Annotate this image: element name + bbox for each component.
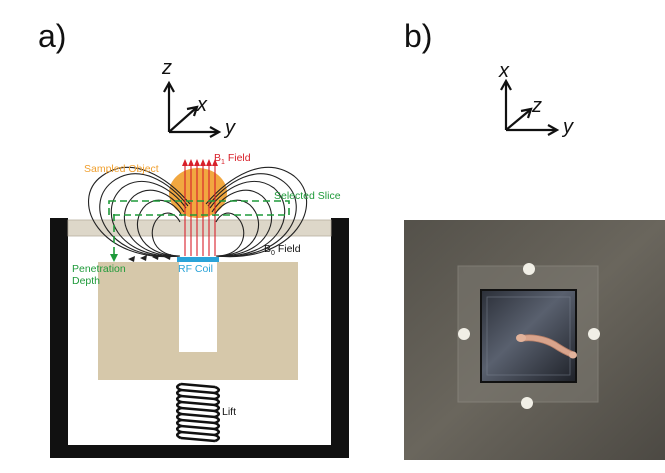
penetration-depth-line2: Depth [72,275,101,287]
bone-specimen [516,334,577,359]
lift-label: Lift [222,406,237,418]
b1-field-label-tail: Field [224,152,251,164]
b1-field-label-main: B [214,152,222,164]
marker-left [458,328,470,340]
marker-right [588,328,600,340]
axis-a-z-label: z [162,57,172,79]
axis-a-y-label: y [225,117,235,139]
selected-slice-label: Selected Slice [274,190,341,202]
panel-b-label: b) [404,18,433,54]
axes-a [163,80,222,138]
penetration-depth-label: Penetration Depth [72,263,126,287]
magnet-block [98,262,298,380]
b0-field-lines [88,166,308,258]
penetration-depth-line1: Penetration [72,263,126,275]
b1-field-label-sub: 1 [221,159,225,167]
axis-b-z-label: z [532,95,542,117]
b0-field-label: B0 Field [264,243,301,257]
b0-field-label-tail: Field [274,243,301,255]
marker-bottom [521,397,533,409]
platform [67,219,332,237]
b1-field-arrows [182,159,218,166]
b1-field-label: B1 Field [214,152,251,166]
axis-b-y-label: y [563,116,573,138]
axis-a-x-label: x [197,94,207,116]
b1-field-lines [184,164,216,256]
sampled-object-label: Sampled Object [84,163,159,175]
penetration-arrow [110,254,118,262]
rf-coil [177,257,219,262]
panel-a-label: a) [38,18,67,54]
b0-field-label-main: B [264,243,272,255]
selected-slice [108,200,290,256]
photo-panel [404,220,665,460]
axis-b-x-label: x [499,60,509,82]
sampled-object [169,168,227,218]
b0-field-label-sub: 0 [271,250,275,258]
marker-top [523,263,535,275]
lift-spring [176,382,220,443]
housing [50,218,349,458]
b0-field-arrows [128,254,171,262]
axes-b [500,78,560,136]
rf-coil-label: RF Coil [178,263,214,275]
